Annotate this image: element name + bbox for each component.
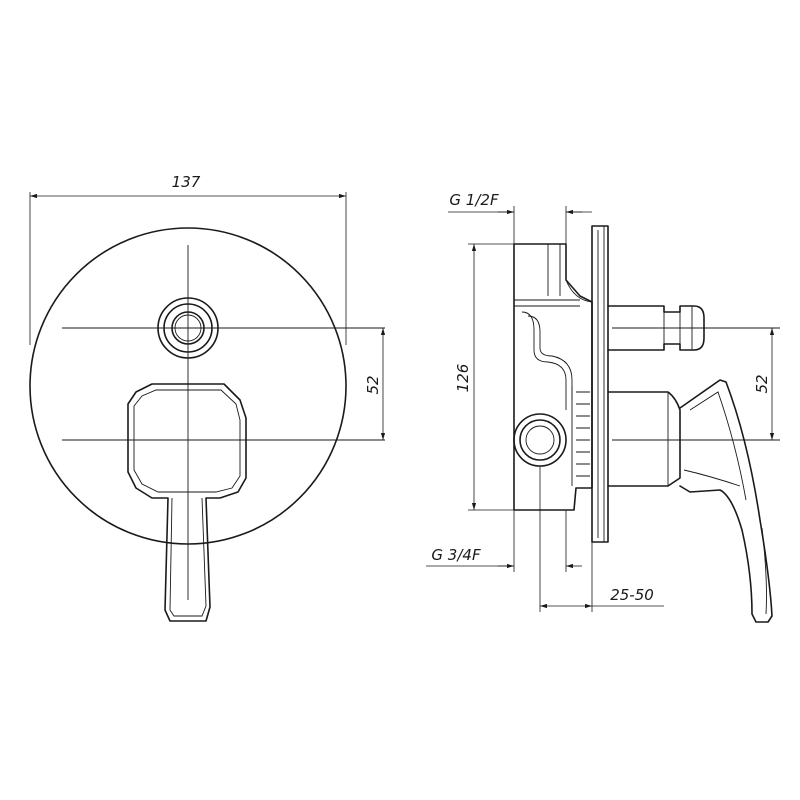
dim-label-52-front: 52 bbox=[364, 375, 382, 394]
dim-side-offset: 52 bbox=[753, 328, 775, 440]
diverter-knob bbox=[157, 297, 219, 359]
valve-body bbox=[513, 243, 593, 511]
dim-inlet-top: G 1/2F bbox=[448, 191, 592, 244]
dim-overall-width: 137 bbox=[29, 173, 347, 345]
diverter-stem bbox=[607, 305, 780, 351]
front-view: 137 52 bbox=[29, 173, 386, 622]
lever-handle-side bbox=[679, 379, 773, 623]
lever-handle-front bbox=[127, 383, 247, 622]
dim-wall-depth: 25-50 bbox=[539, 466, 664, 612]
dim-overall-height: 126 bbox=[454, 243, 514, 511]
dim-front-offset: 52 bbox=[364, 328, 386, 440]
dim-label-25-50: 25-50 bbox=[610, 586, 654, 604]
dim-label-126: 126 bbox=[454, 364, 472, 393]
dim-label-137: 137 bbox=[172, 173, 201, 191]
dim-label-52-side: 52 bbox=[753, 374, 771, 393]
dim-label-g34: G 3/4F bbox=[431, 546, 481, 564]
wall-plate bbox=[591, 225, 609, 543]
cartridge-housing bbox=[607, 391, 780, 487]
dim-inlet-bottom: G 3/4F bbox=[426, 510, 582, 572]
side-view: G 1/2F 126 52 G 3/4F bbox=[426, 191, 780, 623]
dim-label-g12: G 1/2F bbox=[449, 191, 499, 209]
outlet-boss bbox=[513, 413, 567, 467]
